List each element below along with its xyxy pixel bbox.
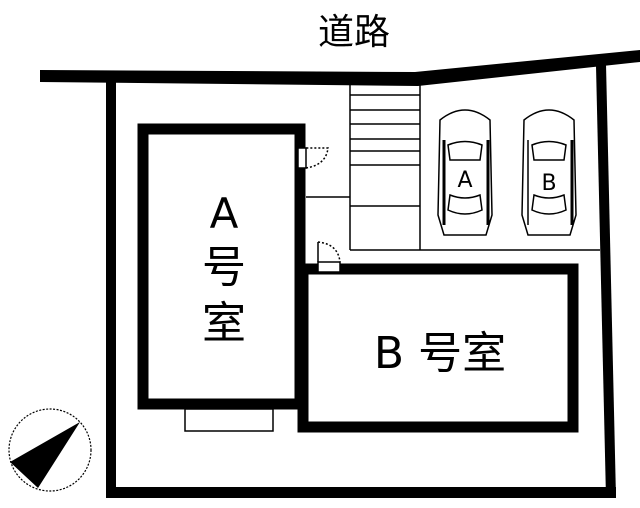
parking-b-label: B	[541, 171, 556, 196]
road-boundary-line	[40, 50, 640, 86]
site-boundary	[106, 64, 616, 498]
parking-space-b	[521, 109, 577, 236]
door-a-icon	[297, 147, 329, 169]
unit-a-label-2: 号	[202, 242, 246, 293]
door-b-icon	[317, 241, 341, 273]
staircase	[306, 85, 600, 251]
parking-space-a	[437, 109, 493, 236]
unit-b-building	[297, 263, 579, 433]
road-label: 道路	[318, 12, 390, 53]
unit-a-balcony	[184, 408, 274, 432]
unit-a-label-1: A	[210, 189, 239, 238]
unit-a-label-3: 室	[202, 298, 246, 349]
unit-b-label: B 号室	[374, 328, 506, 379]
parking-a-label: A	[457, 168, 472, 193]
north-arrow-icon	[8, 408, 92, 492]
